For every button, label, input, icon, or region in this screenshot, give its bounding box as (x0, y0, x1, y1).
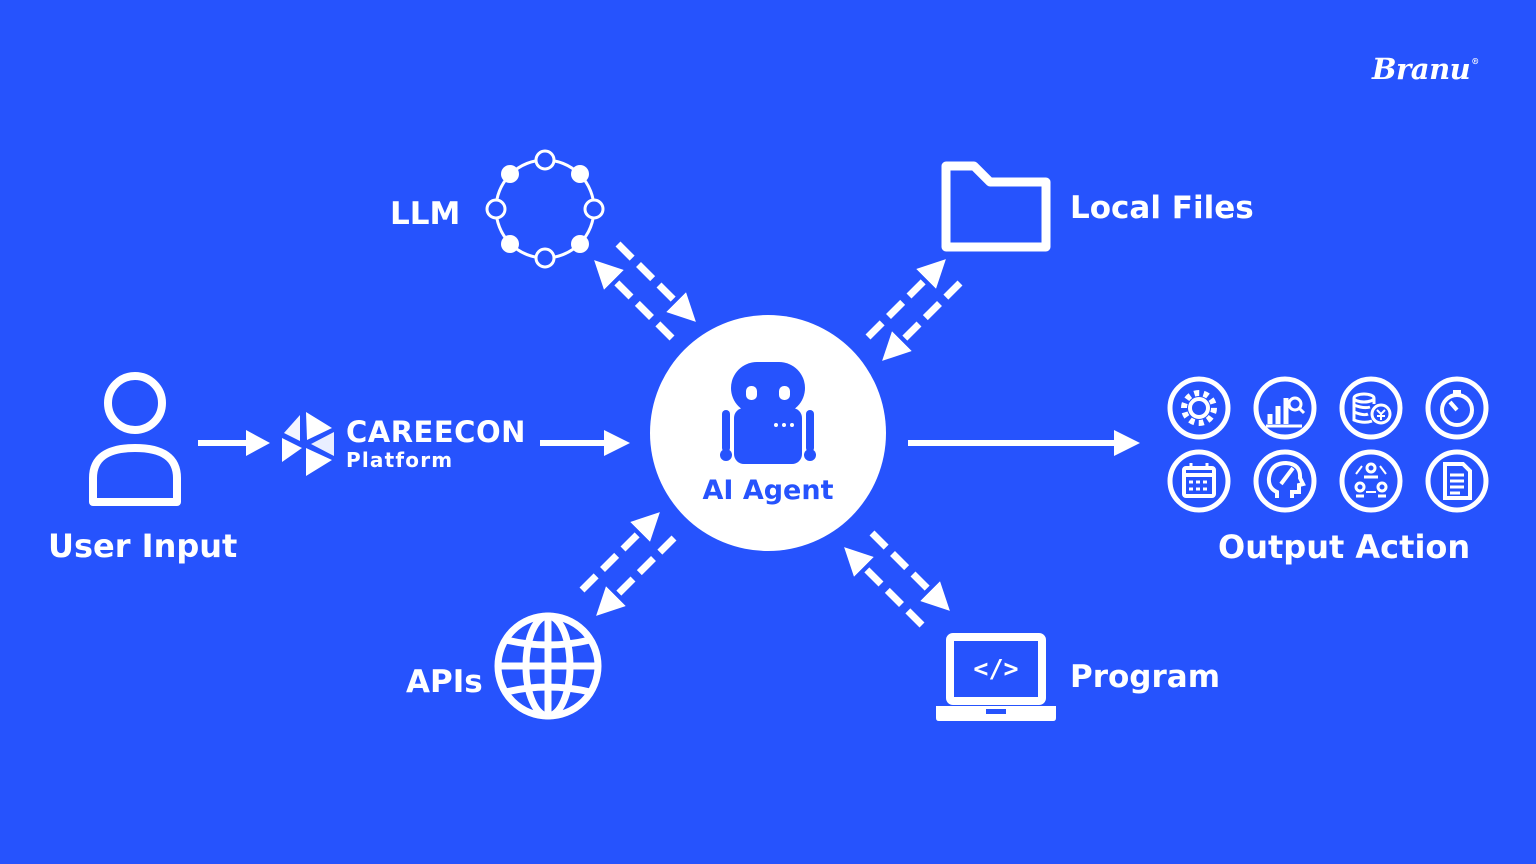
llm-label: LLM (390, 196, 461, 232)
arrow-agent-to-output (908, 430, 1140, 456)
arrow-user-to-platform (198, 430, 270, 456)
laptop-code-glyph: </> (973, 654, 1018, 683)
bar-chart-search-icon (1253, 376, 1317, 440)
document-icon (1425, 449, 1489, 513)
local-files-label: Local Files (1070, 190, 1254, 226)
head-brain-icon (1253, 449, 1317, 513)
calendar-icon (1167, 449, 1231, 513)
arrow-platform-to-agent (540, 430, 630, 456)
apis-label: APIs (406, 664, 483, 700)
llm-exchange-arrows (594, 241, 696, 341)
program-label: Program (1070, 659, 1221, 695)
output-icons (1167, 376, 1489, 513)
coins-yen-icon (1339, 376, 1403, 440)
user-icon (89, 372, 181, 506)
platform-sub: Platform (346, 448, 454, 472)
agent-label: AI Agent (702, 475, 834, 506)
user-input-label: User Input (48, 527, 238, 565)
folder-icon (941, 161, 1051, 252)
platform-name: CAREECON (346, 415, 526, 449)
llm-network-icon (485, 149, 605, 269)
team-cycle-icon (1339, 449, 1403, 513)
globe-icon (494, 612, 602, 720)
apis-exchange-arrows (579, 512, 677, 616)
local-files-exchange-arrows (865, 259, 963, 361)
output-action-label: Output Action (1218, 528, 1471, 566)
program-exchange-arrows (844, 530, 950, 628)
timer-icon (1425, 376, 1489, 440)
robot-icon (720, 362, 816, 464)
gear-icon (1167, 376, 1231, 440)
careecon-logo-icon (282, 412, 334, 476)
careecon-platform-logo: CAREECON Platform (346, 415, 526, 472)
laptop-code-icon (936, 633, 1056, 721)
branu-logo[interactable]: Branu® (1372, 52, 1479, 86)
